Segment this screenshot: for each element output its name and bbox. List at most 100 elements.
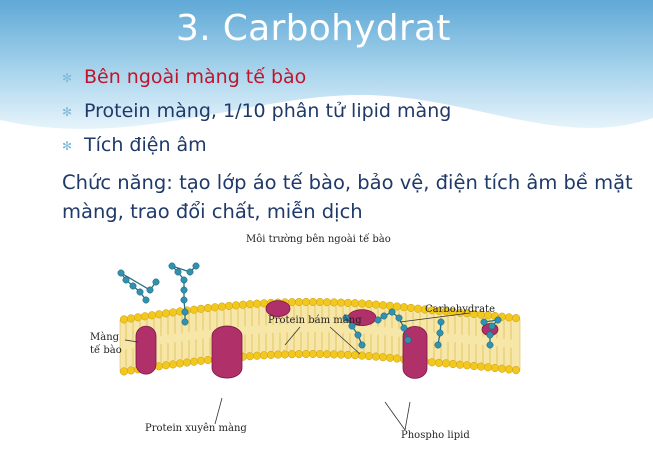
carbohydrate-chain-sugar (152, 278, 160, 286)
carbohydrate-chain-sugar (180, 276, 188, 284)
lipid-head (168, 308, 178, 317)
lipid-head (252, 351, 262, 360)
label-membrane-line2: tế bào (90, 345, 122, 356)
carbohydrate-chain-sugar (122, 276, 130, 284)
lipid-head (301, 297, 311, 307)
carbohydrate-chain-sugar (174, 268, 182, 276)
lipid-head (196, 304, 206, 313)
lipid-head (357, 299, 367, 308)
carbohydrate-chain-sugar (436, 329, 444, 337)
lipid-head (427, 358, 437, 367)
lipid-head (504, 313, 514, 322)
lipid-head (329, 350, 339, 359)
lipid-head (203, 355, 213, 365)
carbohydrate-chain-sugar (192, 262, 200, 270)
label-transmembrane-protein: Protein xuyên màng (145, 423, 247, 434)
lipid-head (147, 311, 157, 320)
carbohydrate-chain-sugar (181, 318, 189, 326)
carbohydrate-chain-sugar (129, 282, 137, 290)
lipid-head (217, 302, 227, 311)
lipid-head (294, 298, 304, 307)
lipid-head (413, 304, 423, 313)
carbohydrate-chain-sugar (486, 341, 494, 349)
lipid-head (392, 354, 402, 363)
lipid-head (224, 301, 234, 310)
lipid-head (287, 350, 297, 359)
lipid-head (119, 367, 129, 376)
label-phospholipid: Phospho lipid (401, 430, 470, 441)
lipid-head (364, 300, 374, 309)
carbohydrate-chain-sugar (358, 341, 366, 349)
label-membrane-line1: Màng (90, 332, 120, 343)
lipid-head (350, 351, 360, 360)
lipid-head (511, 314, 521, 323)
lipid-bilayer (117, 262, 521, 379)
lipid-head (308, 297, 318, 307)
carbohydrate-chain-sugar (136, 288, 144, 296)
lipid-head (294, 350, 304, 359)
carbohydrate-chain-sugar (404, 336, 412, 344)
carbohydrate-chain-sugar (181, 308, 189, 316)
lipid-head (280, 350, 290, 359)
carbohydrate-chain-sugar (380, 312, 388, 320)
carbohydrate-chain-sugar (400, 324, 408, 332)
lipid-head (238, 300, 248, 309)
bullet-text: Tích điện âm (84, 134, 207, 156)
lipid-head (385, 301, 395, 310)
carbohydrate-chain-sugar (395, 314, 403, 322)
lipid-head (175, 359, 185, 368)
bullet-text: Bên ngoài màng tế bào (84, 66, 307, 88)
carbohydrate-chain-sugar (354, 331, 362, 339)
lipid-head (133, 313, 143, 322)
transmembrane-protein (135, 325, 157, 375)
lipid-head (245, 300, 255, 309)
lipid-head (322, 350, 332, 359)
lipid-head (462, 361, 472, 370)
lipid-head (315, 350, 325, 359)
lipid-head (301, 349, 311, 359)
lipid-head (441, 359, 451, 368)
lipid-head (231, 301, 241, 310)
carbohydrate-chain-sugar (180, 286, 188, 294)
lipid-head (434, 358, 444, 367)
transmembrane-protein (211, 325, 243, 379)
carbohydrate-chain-sugar (388, 308, 396, 316)
carbohydrate-chain-sugar (488, 322, 496, 330)
lipid-head (378, 301, 388, 310)
lipid-head (511, 366, 521, 375)
carbohydrate-chain-sugar (348, 322, 356, 330)
lipid-head (259, 351, 269, 360)
lipid-head (273, 350, 283, 359)
lipid-head (364, 352, 374, 361)
lipid-head (308, 349, 318, 359)
carbohydrate-chain-sugar (494, 316, 502, 324)
lipid-head (210, 303, 220, 312)
carbohydrate-chain-sugar (434, 341, 442, 349)
lipid-head (168, 360, 178, 369)
lipid-head (371, 300, 381, 309)
lipid-head (322, 298, 332, 307)
lipid-head (385, 353, 395, 362)
carbohydrate-chain-sugar (186, 268, 194, 276)
lipid-head (350, 299, 360, 308)
lipid-head (371, 352, 381, 361)
asterisk-icon: ✻ (62, 105, 73, 119)
lipid-head (196, 356, 206, 365)
peripheral-protein (265, 300, 291, 318)
carbohydrate-chain-sugar (146, 286, 154, 294)
lipid-head (336, 350, 346, 359)
function-text: Chức năng: tạo lớp áo tế bào, bảo vệ, đi… (62, 171, 633, 223)
label-leader-lines (124, 312, 471, 431)
lipid-head (126, 314, 136, 323)
lipid-head (182, 358, 192, 367)
lipid-head (287, 298, 297, 307)
lipid-head (329, 298, 339, 307)
asterisk-icon: ✻ (62, 139, 73, 153)
carbohydrate-chain-sugar (117, 269, 125, 277)
carbohydrate-chain-sugar (374, 316, 382, 324)
carbohydrate-chain-sugar (168, 262, 176, 270)
lipid-head (154, 310, 164, 319)
lipid-head (126, 366, 136, 375)
